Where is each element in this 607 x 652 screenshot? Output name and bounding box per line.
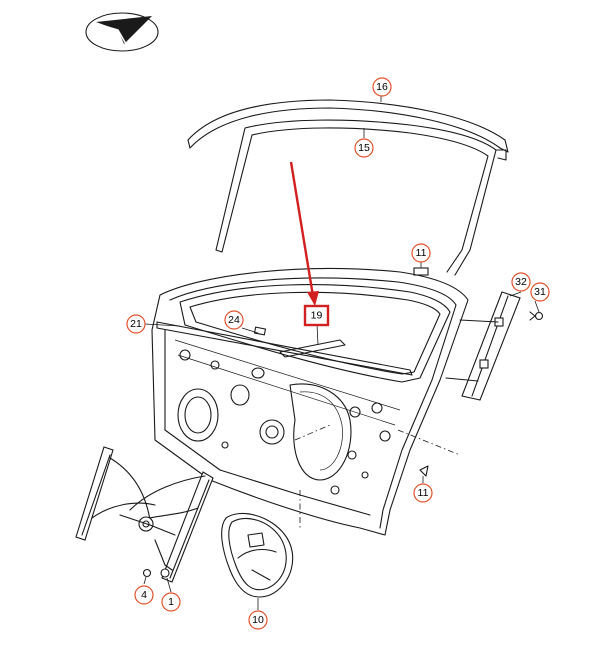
callout-label: 11 [418,487,429,499]
center-line [397,429,461,456]
callout-label: 1 [168,596,174,608]
callout: 1 [161,592,181,612]
callout-label: 10 [252,614,264,626]
window-regulator [75,446,214,583]
callout: 10 [248,610,268,630]
callout-label: 11 [416,247,427,259]
center-line [294,424,331,441]
outer-window-seal [187,99,509,153]
callout-label: 16 [376,81,388,93]
highlight-arrow [289,161,319,306]
callout-highlighted: 19 [303,304,330,327]
callout-label: 32 [515,276,527,288]
callout: 32 [511,272,531,292]
callout-label: 4 [141,589,147,601]
clip-lower [419,465,429,483]
screw-31 [529,311,544,321]
lock-cover-seal [221,512,294,598]
callout-label: 15 [358,142,370,154]
inner-window-strip [156,321,413,376]
callout: 24 [224,310,244,330]
callout: 31 [530,282,550,302]
callout: 21 [126,314,146,334]
callout: 16 [372,77,392,97]
guide-rail [445,291,521,401]
window-channel-seal [215,119,507,276]
callout-label: 24 [228,314,240,326]
callout: 4 [134,585,154,605]
callout-label: 31 [534,286,546,298]
callout: 11 [411,243,431,263]
callout: 15 [354,138,374,158]
door-panel [151,268,469,536]
callout-label: 19 [311,310,323,322]
callout: 11 [413,483,433,503]
paper-plane-check-icon [85,12,159,52]
callout-label: 21 [130,318,142,330]
